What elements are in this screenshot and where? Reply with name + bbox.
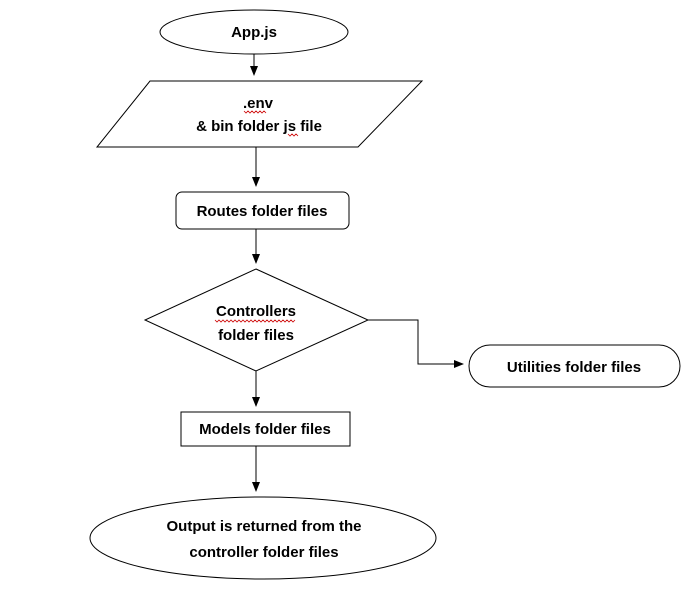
routes-label: Routes folder files	[197, 203, 328, 220]
models-box	[180, 411, 351, 447]
spellcheck-underline-env	[243, 110, 267, 114]
output-ellipse	[89, 496, 437, 580]
env-node: .env & bin folder js file	[95, 80, 424, 148]
controllers-node: Controllers folder files	[143, 268, 370, 372]
controllers-diamond	[143, 268, 370, 372]
spellcheck-underline-js	[287, 133, 299, 137]
arrow-controllers-to-utilities	[368, 319, 464, 368]
app-js-node: App.js	[159, 9, 349, 55]
app-js-label: App.js	[231, 24, 277, 41]
models-node: Models folder files	[180, 411, 351, 447]
env-label-line1: .env	[243, 95, 274, 112]
controllers-label-line2: folder files	[218, 327, 294, 344]
spellcheck-underline-controllers	[214, 319, 296, 323]
controllers-label-line1: Controllers	[216, 303, 296, 320]
output-label-line1: Output is returned from the	[167, 518, 362, 535]
env-label-line2: & bin folder js file	[196, 118, 322, 135]
routes-box	[175, 191, 350, 230]
utilities-label: Utilities folder files	[507, 359, 641, 376]
env-parallelogram	[95, 80, 424, 148]
utilities-node: Utilities folder files	[468, 344, 681, 388]
output-node: Output is returned from the controller f…	[89, 496, 437, 580]
models-label: Models folder files	[199, 421, 331, 438]
routes-node: Routes folder files	[175, 191, 350, 230]
utilities-box	[468, 344, 681, 388]
output-label-line2: controller folder files	[189, 544, 338, 561]
